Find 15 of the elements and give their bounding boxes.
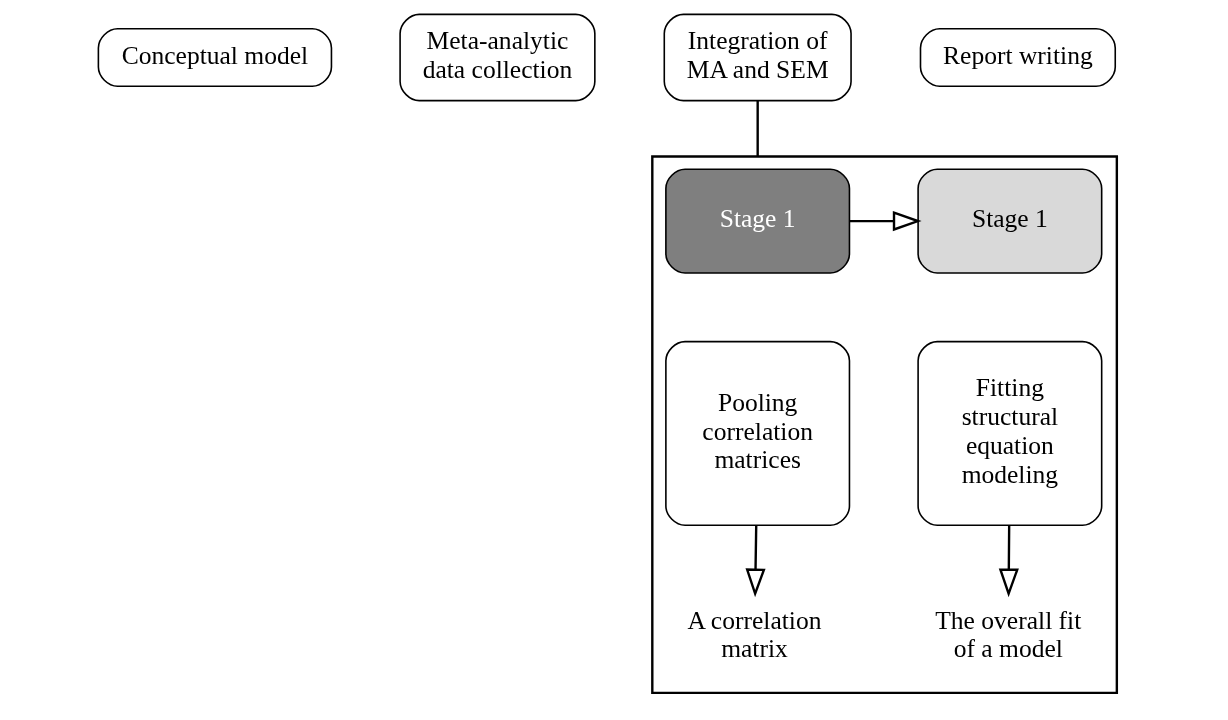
node-box: Stage 1 [917,168,1103,274]
node-box: Pooling correlation matrices [665,340,851,526]
node-box: Integration of MA and SEM [663,13,852,102]
cluster [651,155,1119,695]
node-text: The overall fit of a model [935,605,1082,664]
arrow [998,525,1019,598]
node-box: Fitting structural equation modeling [917,340,1103,526]
node-box: Report writing [919,27,1117,88]
node-box: Meta-analytic data collection [399,13,596,102]
node-box: Conceptual model [97,27,333,88]
node-box: Stage 1 [665,168,851,274]
node-text: A correlation matrix [687,605,822,664]
arrow [745,525,766,598]
arrow [849,211,922,232]
connector [756,100,759,157]
